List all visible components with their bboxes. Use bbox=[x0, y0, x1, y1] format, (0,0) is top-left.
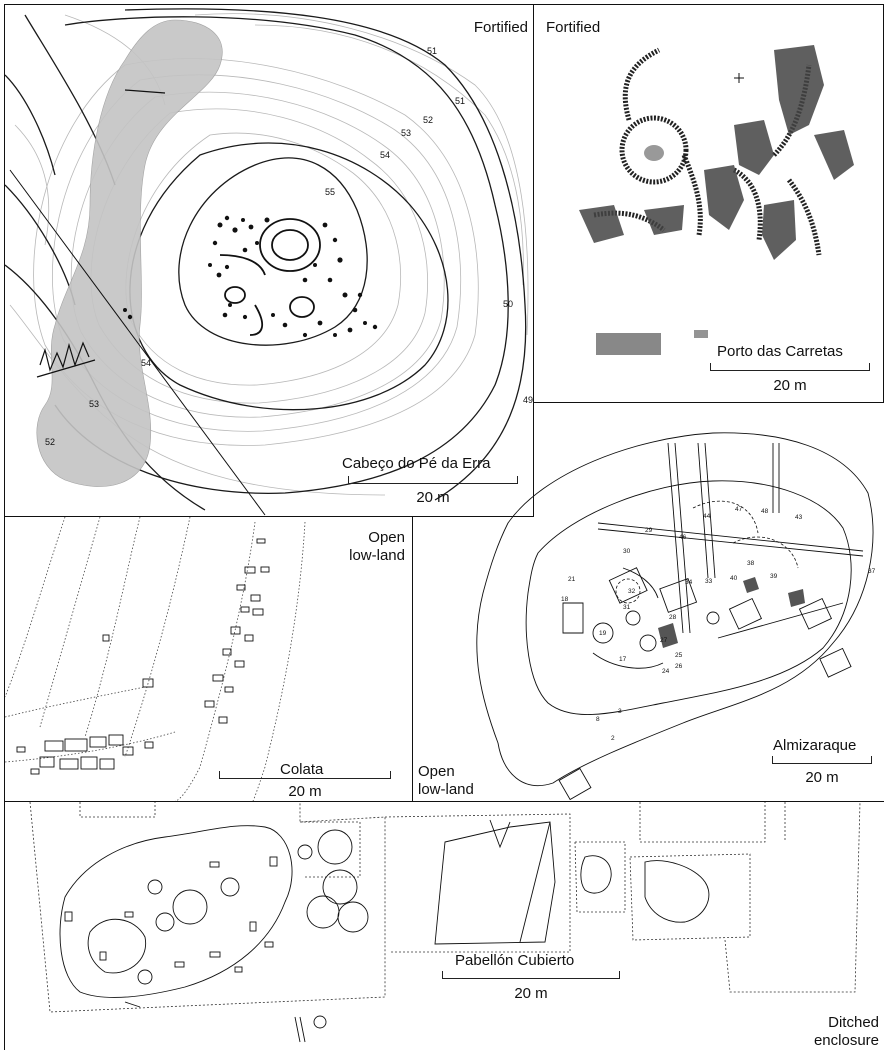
cabeco-contour-map: 51 51 52 53 54 55 50 49 54 53 52 bbox=[5, 8, 533, 516]
porto-site-label: Porto das Carretas bbox=[717, 343, 843, 360]
almiz-num-19: 19 bbox=[599, 630, 607, 637]
almiz-num-39: 39 bbox=[770, 573, 778, 580]
divider-vertical-top bbox=[533, 4, 534, 516]
almizaraque-scale-label: 20 m bbox=[805, 769, 839, 786]
colata-scale-label: 20 m bbox=[288, 783, 322, 800]
almiz-num-48: 48 bbox=[761, 508, 769, 515]
almiz-num-27: 27 bbox=[660, 637, 668, 644]
pabellon-category-label: Ditched enclosure bbox=[813, 1014, 879, 1049]
pabellon-scale-bar bbox=[442, 970, 620, 979]
pabellon-scale-label: 20 m bbox=[514, 985, 548, 1002]
almiz-num-25: 25 bbox=[675, 652, 683, 659]
almiz-num-31: 31 bbox=[623, 604, 631, 611]
porto-scale-bar bbox=[710, 362, 870, 371]
cabeco-scale-bar bbox=[348, 475, 518, 484]
colata-category-label: Open low-land bbox=[349, 529, 405, 564]
colata-plan bbox=[5, 517, 306, 801]
contour-num-55: 55 bbox=[325, 187, 335, 197]
almiz-num-46: 46 bbox=[679, 534, 687, 541]
almiz-num-21: 21 bbox=[568, 576, 576, 583]
almiz-num-28: 28 bbox=[669, 614, 677, 621]
divider-vertical-mid bbox=[412, 516, 413, 801]
frame-top bbox=[4, 4, 884, 5]
almiz-num-44: 44 bbox=[703, 513, 711, 520]
almiz-num-26: 26 bbox=[675, 663, 683, 670]
porto-plan bbox=[579, 45, 854, 355]
panel-almizaraque: 44 47 48 43 29 46 30 38 21 32 34 33 40 3… bbox=[413, 403, 883, 801]
pabellon-plan bbox=[29, 802, 861, 1043]
almiz-num-37: 37 bbox=[868, 568, 876, 575]
contour-num-50: 50 bbox=[503, 299, 513, 309]
contour-num-51a: 51 bbox=[427, 46, 437, 56]
porto-scale-label: 20 m bbox=[773, 377, 807, 394]
almiz-num-18: 18 bbox=[561, 596, 569, 603]
almiz-num-32: 32 bbox=[628, 588, 636, 595]
contour-num-49: 49 bbox=[523, 395, 533, 405]
divider-horizontal-right bbox=[533, 402, 884, 403]
almizaraque-category-label: Open low-land bbox=[418, 763, 474, 798]
colata-scale-bar bbox=[219, 770, 391, 779]
almiz-num-8: 8 bbox=[596, 716, 600, 723]
divider-horizontal-bottom bbox=[4, 801, 884, 802]
panel-cabeco: 51 51 52 53 54 55 50 49 54 53 52 Fortifi… bbox=[5, 5, 533, 516]
porto-category-label: Fortified bbox=[546, 19, 601, 36]
almizaraque-scale-bar bbox=[772, 755, 872, 764]
pabellon-site-label: Pabellón Cubierto bbox=[455, 952, 575, 969]
contour-num-51b: 51 bbox=[455, 96, 465, 106]
contour-num-53: 53 bbox=[401, 128, 411, 138]
almiz-num-29: 29 bbox=[645, 527, 653, 534]
almizaraque-site-label: Almizaraque bbox=[773, 737, 857, 754]
almizaraque-plan: 44 47 48 43 29 46 30 38 21 32 34 33 40 3… bbox=[476, 432, 876, 801]
cabeco-scale-label: 20 m bbox=[416, 489, 450, 506]
almiz-num-43: 43 bbox=[795, 514, 803, 521]
almiz-num-40: 40 bbox=[730, 575, 738, 582]
panel-colata: Open low-land Colata 20 m bbox=[5, 517, 412, 801]
almiz-num-34: 34 bbox=[685, 579, 693, 586]
panel-porto: Fortified Porto das Carretas 20 m bbox=[534, 5, 883, 402]
panel-pabellon: Pabellón Cubierto 20 m Ditched enclosure bbox=[5, 802, 883, 1052]
almiz-num-24: 24 bbox=[662, 668, 670, 675]
almiz-num-17: 17 bbox=[619, 656, 627, 663]
contour-num-52: 52 bbox=[423, 115, 433, 125]
contour-num-53b: 53 bbox=[89, 399, 99, 409]
divider-horizontal-mid bbox=[4, 516, 534, 517]
almiz-num-47: 47 bbox=[735, 506, 743, 513]
contour-num-54: 54 bbox=[380, 150, 390, 160]
almiz-num-2: 2 bbox=[611, 735, 615, 742]
cabeco-site-label: Cabeço do Pé da Erra bbox=[342, 455, 491, 472]
frame-right bbox=[883, 4, 884, 402]
colata-site-label: Colata bbox=[280, 761, 324, 778]
almiz-num-33: 33 bbox=[705, 578, 713, 585]
contour-num-54b: 54 bbox=[141, 358, 151, 368]
cabeco-category-label: Fortified bbox=[473, 19, 528, 36]
almiz-num-30: 30 bbox=[623, 548, 631, 555]
almiz-num-38: 38 bbox=[747, 560, 755, 567]
frame-left bbox=[4, 4, 5, 1050]
almiz-num-3: 3 bbox=[618, 708, 622, 715]
contour-num-52b: 52 bbox=[45, 437, 55, 447]
